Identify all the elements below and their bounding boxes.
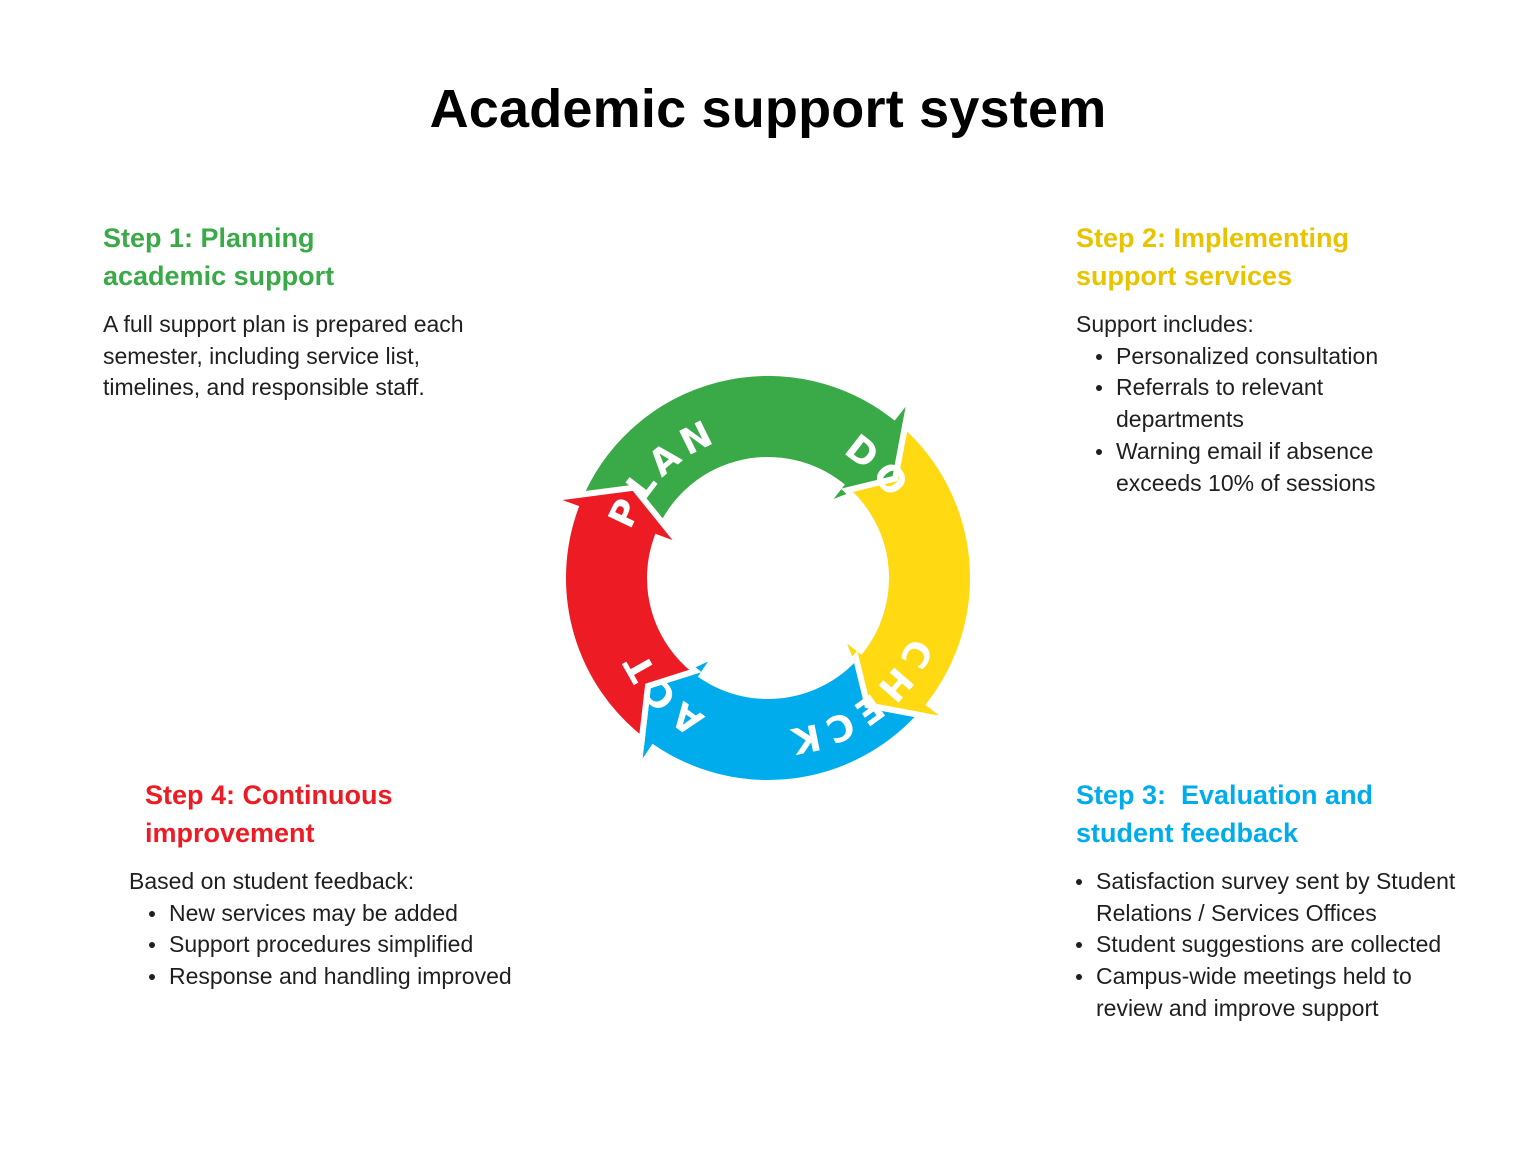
- step-1-title-line-2: academic support: [103, 261, 335, 291]
- step-2-title-line-2: support services: [1076, 261, 1293, 291]
- step-1-title: Step 1: Planning academic support: [103, 219, 543, 295]
- step-2-body: Support includes: Personalized consultat…: [1076, 309, 1516, 499]
- step-2-title: Step 2: Implementing support services: [1076, 219, 1516, 295]
- step-2-list: Personalized consultation Referrals to r…: [1076, 341, 1426, 500]
- list-item: Response and handling improved: [149, 961, 539, 993]
- step-2-title-line-1: Step 2: Implementing: [1076, 223, 1350, 253]
- step-3-body: Satisfaction survey sent by Student Rela…: [1076, 866, 1516, 1025]
- step-4-list: New services may be added Support proced…: [129, 898, 539, 993]
- do-arrow: [833, 419, 976, 724]
- step-3-list: Satisfaction survey sent by Student Rela…: [1076, 866, 1471, 1025]
- step-4-title: Step 4: Continuous improvement: [145, 776, 585, 852]
- step-3-title-line-2: student feedback: [1076, 818, 1299, 848]
- list-item: Referrals to relevant departments: [1096, 372, 1426, 435]
- step-1-body: A full support plan is prepared each sem…: [103, 309, 523, 404]
- act-arrow: [548, 484, 702, 746]
- pdca-cycle-diagram: PLAN DO CHECK ACT: [548, 370, 976, 786]
- list-item: New services may be added: [149, 898, 539, 930]
- step-4-title-line-2: improvement: [145, 818, 315, 848]
- list-item: Warning email if absence exceeds 10% of …: [1096, 436, 1426, 499]
- step-4-intro: Based on student feedback:: [129, 868, 415, 894]
- step-1-text: A full support plan is prepared each sem…: [103, 311, 464, 401]
- step-3-block: Step 3: Evaluation and student feedback …: [1076, 776, 1516, 1025]
- step-3-title: Step 3: Evaluation and student feedback: [1076, 776, 1516, 852]
- list-item: Satisfaction survey sent by Student Rela…: [1076, 866, 1471, 929]
- step-2-block: Step 2: Implementing support services Su…: [1076, 219, 1516, 499]
- step-4-block: Step 4: Continuous improvement Based on …: [129, 776, 585, 993]
- step-4-title-line-1: Step 4: Continuous: [145, 780, 393, 810]
- step-3-title-line-1: Step 3: Evaluation and: [1076, 780, 1374, 810]
- step-1-block: Step 1: Planning academic support A full…: [103, 219, 543, 404]
- check-arrow: [635, 647, 927, 786]
- step-1-title-line-1: Step 1: Planning: [103, 223, 315, 253]
- list-item: Campus-wide meetings held to review and …: [1076, 961, 1471, 1024]
- page-title: Academic support system: [429, 79, 1107, 139]
- list-item: Student suggestions are collected: [1076, 929, 1471, 961]
- list-item: Personalized consultation: [1096, 341, 1426, 373]
- step-4-body: Based on student feedback: New services …: [129, 866, 585, 993]
- plan-arrow: [573, 370, 914, 541]
- list-item: Support procedures simplified: [149, 929, 539, 961]
- step-2-intro: Support includes:: [1076, 311, 1254, 337]
